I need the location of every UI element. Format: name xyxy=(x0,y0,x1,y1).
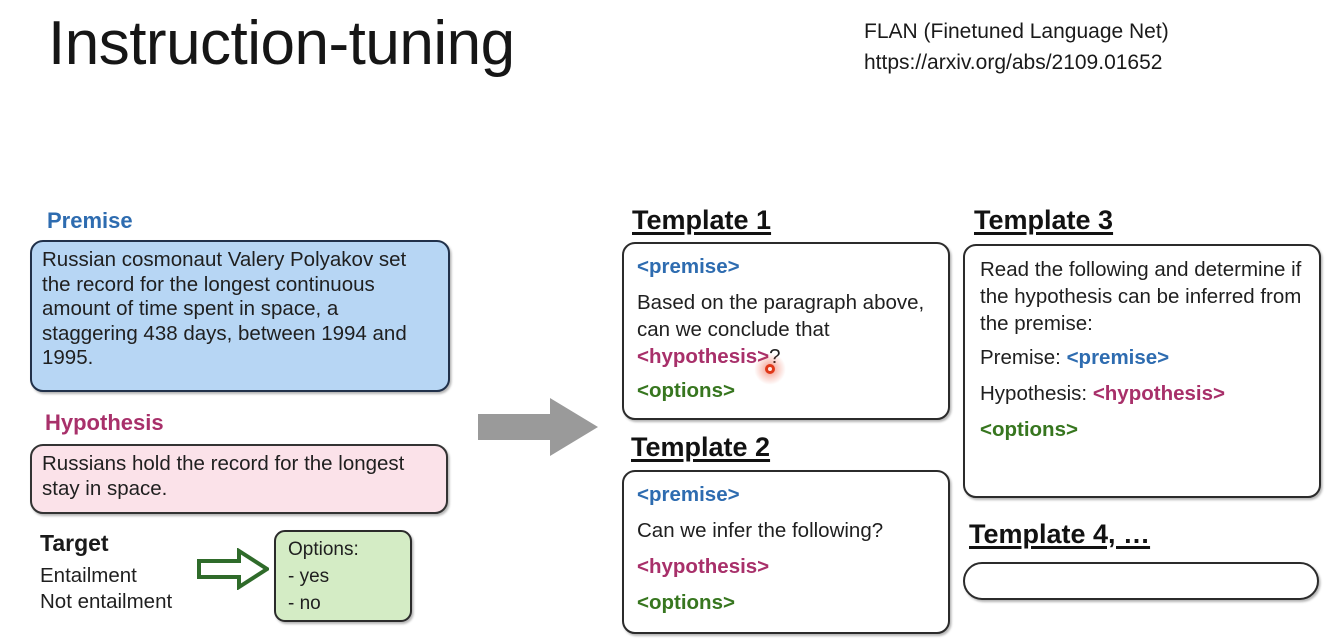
template-2-premise-placeholder: <premise> xyxy=(637,483,740,506)
target-label: Target xyxy=(40,530,109,556)
template-1-question-mark: ? xyxy=(769,345,781,368)
options-box: Options: - yes - no xyxy=(274,530,412,622)
hypothesis-text: Russians hold the record for the longest… xyxy=(42,452,405,500)
options-title: Options: xyxy=(288,539,359,560)
premise-label: Premise xyxy=(47,208,133,233)
right-arrow-icon xyxy=(478,398,598,456)
target-values: Entailment Not entailment xyxy=(40,563,172,615)
template-1-box: <premise> Based on the paragraph above, … xyxy=(622,242,950,420)
template-3-box: Read the following and determine if the … xyxy=(963,244,1321,498)
premise-box: Russian cosmonaut Valery Polyakov set th… xyxy=(30,240,450,392)
template-1-heading: Template 1 xyxy=(632,205,772,235)
template-3-options-placeholder: <options> xyxy=(980,418,1078,441)
options-item-no: - no xyxy=(288,593,321,614)
template-3-heading: Template 3 xyxy=(974,205,1114,235)
reference-name: FLAN (Finetuned Language Net) xyxy=(864,20,1169,43)
template-2-hypothesis-placeholder: <hypothesis> xyxy=(637,555,770,578)
template-1-options-placeholder: <options> xyxy=(637,379,735,402)
template-2-options-placeholder: <options> xyxy=(637,591,735,614)
template-1-instruction-text: Based on the paragraph above, can we con… xyxy=(637,291,925,341)
reference-url: https://arxiv.org/abs/2109.01652 xyxy=(864,51,1163,74)
template-2-box: <premise> Can we infer the following? <h… xyxy=(622,470,950,634)
template-2-instruction: Can we infer the following? xyxy=(637,519,884,542)
target-value-entailment: Entailment xyxy=(40,564,137,587)
right-arrow-outline-icon xyxy=(197,548,269,590)
template-1-instruction: Based on the paragraph above, can we con… xyxy=(637,289,935,370)
reference-block: FLAN (Finetuned Language Net) https://ar… xyxy=(864,16,1169,78)
template-3-hypothesis-row: Hypothesis: <hypothesis> xyxy=(980,380,1304,407)
template-3-premise-row: Premise: <premise> xyxy=(980,344,1304,371)
template-1-premise-placeholder: <premise> xyxy=(637,255,740,278)
template-3-hypothesis-placeholder: <hypothesis> xyxy=(1092,382,1225,405)
template-3-instruction: Read the following and determine if the … xyxy=(980,258,1302,335)
template-4-box xyxy=(963,562,1319,600)
target-value-not-entailment: Not entailment xyxy=(40,590,173,613)
hypothesis-box: Russians hold the record for the longest… xyxy=(30,444,448,514)
premise-text: Russian cosmonaut Valery Polyakov set th… xyxy=(42,248,407,369)
template-1-hypothesis-placeholder: <hypothesis> xyxy=(637,345,770,368)
template-2-heading: Template 2 xyxy=(631,432,771,462)
hypothesis-label: Hypothesis xyxy=(45,410,164,435)
options-item-yes: - yes xyxy=(288,566,330,587)
template-3-premise-placeholder: <premise> xyxy=(1066,346,1170,369)
template-3-hypothesis-label: Hypothesis: xyxy=(980,382,1093,405)
template-3-premise-label: Premise: xyxy=(980,346,1067,369)
page-title: Instruction-tuning xyxy=(48,9,515,78)
template-4-heading: Template 4, … xyxy=(969,519,1151,549)
